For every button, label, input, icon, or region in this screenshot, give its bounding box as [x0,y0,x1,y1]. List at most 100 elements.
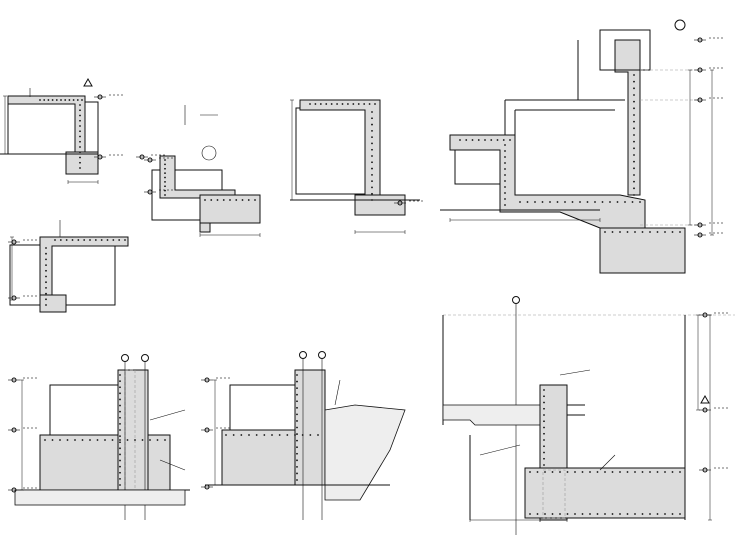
rebar-dot [51,99,54,101]
rebar-dot [286,434,289,436]
rebar-dot [664,513,666,515]
rebar-dot [371,136,373,139]
rebar-dot [641,513,644,515]
rebar-dot [68,99,71,101]
rebar-dot [164,194,166,196]
concrete-section [299,99,381,206]
room-outline [229,384,296,431]
grade-soil [14,489,186,506]
note-leader [559,369,591,376]
rebar-dot [543,432,545,435]
rebar-dot [66,439,69,441]
rebar-dot [60,99,62,101]
rebar-dot [633,187,635,190]
rebar-dot [571,201,574,203]
grid-bubble-icon [141,354,149,362]
footing [39,294,67,313]
rebar-dot [626,513,629,515]
rebar-dot [544,471,546,473]
rebar-dot [543,389,545,391]
rebar-dot [633,87,635,90]
rebar-dot [156,439,159,441]
rebar-dot [633,167,635,170]
rebar-dot [317,434,319,436]
rebar-dot [296,479,298,481]
footing [39,434,171,491]
rebar-dot [543,464,545,466]
room-outline [295,107,369,195]
rebar-dot [336,103,338,105]
rebar-dot [371,129,373,132]
rebar-dot [294,434,296,436]
rebar-dot [504,180,506,182]
rebar-dot [619,513,621,515]
rebar-dot [118,239,121,241]
rebar-dot [296,472,298,475]
rebar-dot [581,471,584,473]
rebar-dot [549,201,551,203]
rebar-dot [671,231,674,233]
rebar-dot [504,162,506,164]
rebar-dot [149,439,151,441]
rebar-dot [77,239,80,241]
rebar-dot [111,439,114,441]
detail-g [201,351,406,520]
wall-core [542,469,566,519]
rebar-dot [89,239,91,241]
rebar-dot [633,100,635,103]
rebar-dot [271,434,273,436]
rebar-dot [45,298,47,301]
rebar-dot [119,435,121,438]
rebar-dot [47,99,50,101]
rebar-dot [611,231,614,233]
rebar-dot [314,103,317,105]
rebar-dot [119,441,121,444]
rebar-dot [371,155,373,157]
roof-outline [599,29,651,71]
rebar-dot [59,439,61,441]
rebar-dot [119,447,121,450]
note-leader [334,379,341,406]
rebar-dot [55,99,58,101]
rebar-dot [44,439,46,441]
rebar-dot [634,513,636,515]
rebar-dot [229,199,231,201]
rebar-dot [45,275,47,278]
rebar-dot [504,198,506,200]
rebar-dot [633,114,635,116]
footing [354,194,406,216]
note-leader [159,459,186,471]
rebar-dot [477,139,480,141]
rebar-dot [119,459,121,462]
rebar-dot [634,231,636,233]
rebar-dot [79,151,81,154]
rebar-dot [357,103,360,105]
rebar-dot [633,147,635,150]
rebar-dot [119,477,121,480]
rebar-dot [112,239,115,241]
rebar-dot [502,139,505,141]
rebar-dot [119,484,121,486]
rebar-dot [296,374,298,376]
revision-delta-icon [83,77,93,87]
rebar-dot [119,439,121,441]
rebar-dot [536,471,539,473]
rebar-dot [296,446,298,449]
rebar-dot [54,239,56,241]
rebar-dot [368,103,371,105]
rebar-dot [649,471,651,473]
rebar-dot [559,513,561,515]
rebar-dot [371,173,373,176]
detail-c [144,105,261,237]
rebar-dot [119,465,121,468]
rebar-dot [79,146,81,148]
rebar-dot [371,180,373,183]
grid-bubble-icon [121,354,129,362]
rebar-dot [671,471,674,473]
rebar-dot [543,407,545,410]
rebar-dot [504,192,506,194]
rebar-dot [604,231,606,233]
rebar-dot [504,174,506,176]
rebar-dot [89,439,91,441]
rebar-dot [296,426,298,429]
